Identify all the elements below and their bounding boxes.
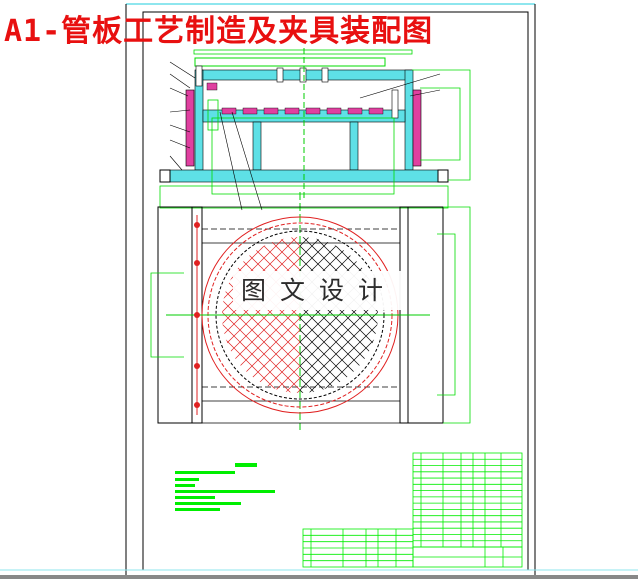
- section-view: [159, 48, 471, 211]
- status-strip: [0, 575, 638, 579]
- parts-list: [302, 452, 523, 568]
- watermark: 图文设计: [233, 271, 405, 310]
- plan-view: [150, 192, 471, 430]
- technical-notes: [175, 463, 275, 511]
- drawing-title: A1-管板工艺制造及夹具装配图: [4, 14, 434, 49]
